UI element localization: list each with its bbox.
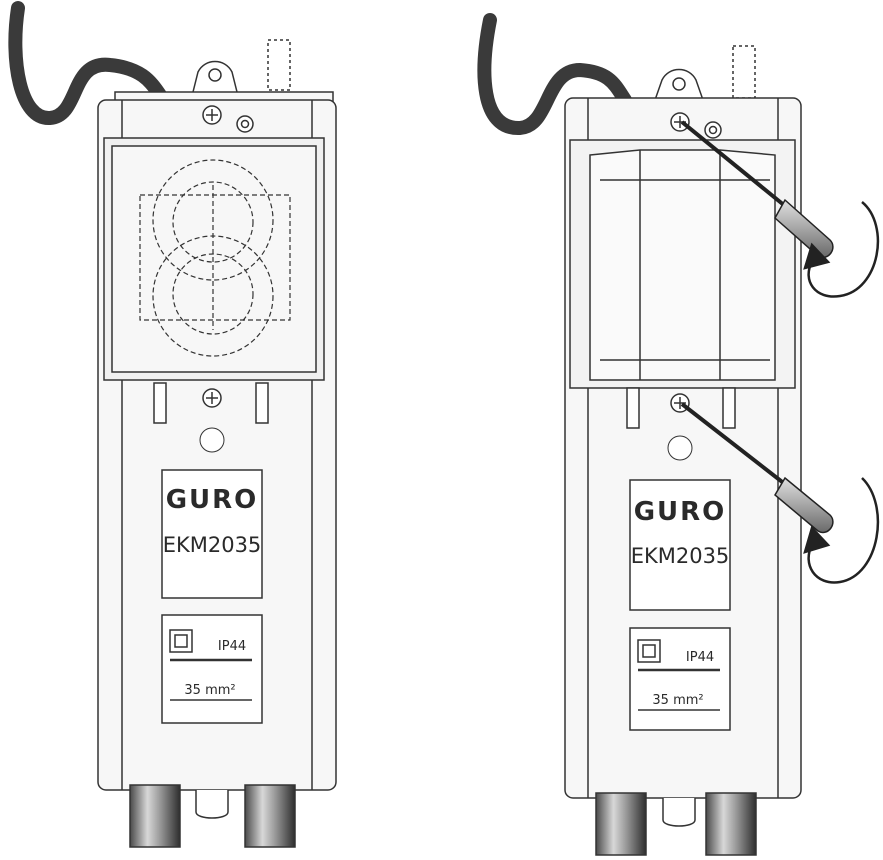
screwdriver-icon <box>680 402 834 534</box>
device-right <box>477 13 802 856</box>
rotation-arrow-icon <box>803 477 880 584</box>
device-left <box>8 1 337 848</box>
brand-logo-right: GURO <box>634 497 727 527</box>
hidden-socket-outline <box>139 159 291 357</box>
cable-right <box>477 13 632 135</box>
ip-rating-right: IP44 <box>686 650 714 665</box>
dotted-tab-left <box>267 39 291 91</box>
rotation-arrow-icon <box>803 201 880 298</box>
cable-gland-left-1 <box>129 784 181 848</box>
double-insulation-icon <box>637 639 661 663</box>
double-insulation-icon <box>169 629 193 653</box>
rating-plate-left <box>161 614 263 724</box>
cable-gland-right-2 <box>705 792 757 856</box>
model-label-left: EKM2035 <box>163 533 262 557</box>
cable-left <box>8 1 167 125</box>
cross-section-right: 35 mm² <box>652 693 703 708</box>
model-label-right: EKM2035 <box>631 544 730 568</box>
label-plate-right <box>629 479 731 611</box>
brand-logo-left: GURO <box>166 485 259 515</box>
label-plate-left <box>161 469 263 599</box>
cable-gland-right-1 <box>595 792 647 856</box>
cable-gland-left-2 <box>244 784 296 848</box>
rating-plate-right <box>629 627 731 731</box>
ip-rating-left: IP44 <box>218 639 246 654</box>
cross-section-left: 35 mm² <box>184 683 235 698</box>
